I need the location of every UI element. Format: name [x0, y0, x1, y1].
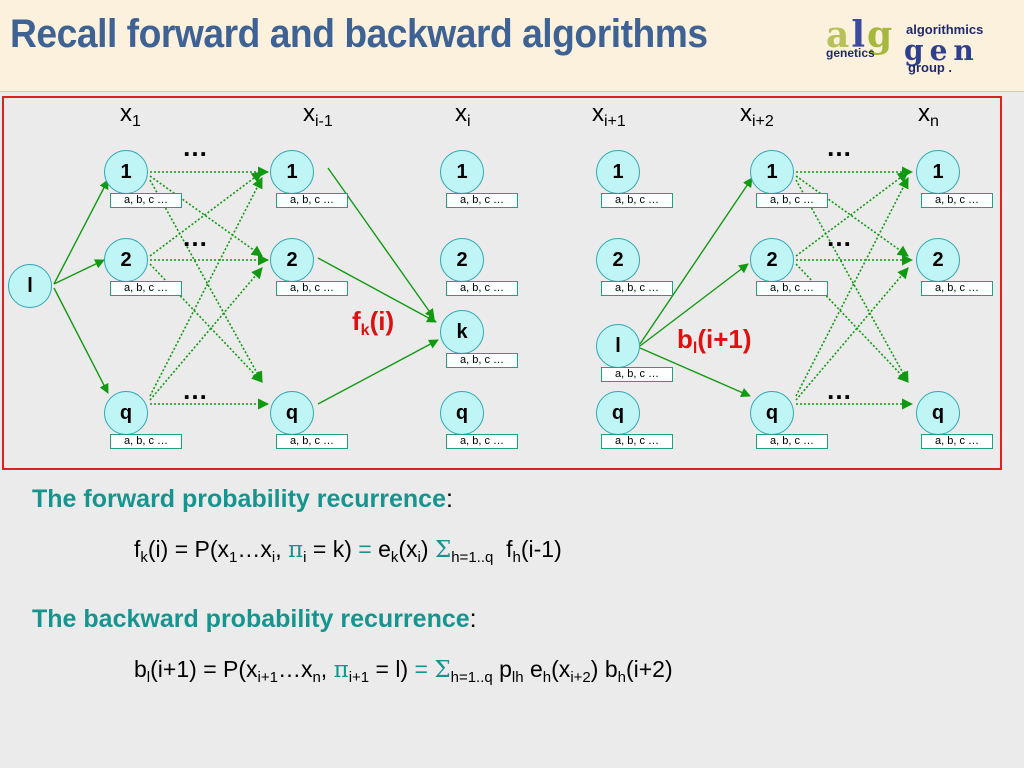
arrow-x1-2-to-xim1-q	[149, 263, 263, 383]
backward-annotation: bl(i+1)	[677, 324, 752, 357]
emission-xip2-q: a, b, c …	[756, 434, 828, 449]
emission-xip2-1: a, b, c …	[756, 193, 828, 208]
state-xn-1: 1	[916, 150, 960, 194]
arrow-x1-1-to-xim1-q	[149, 179, 263, 383]
emission-xn-1: a, b, c …	[921, 193, 993, 208]
state-xi-1: 1	[440, 150, 484, 194]
emission-xim1-2: a, b, c …	[276, 281, 348, 296]
arrow-xip1-l-to-xip2-1	[639, 177, 753, 345]
logo-group: group .	[908, 60, 953, 75]
logo-genetics: genetics	[826, 46, 875, 60]
arrow-xip2-q-to-xn-1	[795, 177, 909, 397]
forward-recurrence-title: The forward probability recurrence:	[32, 485, 453, 513]
header-banner: Recall forward and backward algorithms a…	[0, 0, 1024, 92]
emission-x1-2: a, b, c …	[110, 281, 182, 296]
state-x1-2: 2	[104, 238, 148, 282]
arrow-xip2-q-to-xn-2	[795, 267, 909, 401]
ellipsis-right-q: …	[826, 375, 853, 405]
column-label-xi: xi	[455, 100, 471, 130]
state-xn-q: q	[916, 391, 960, 435]
arrow-x1-1-to-xim1-2	[149, 175, 263, 257]
column-label-x1: x1	[120, 100, 141, 130]
arrow-xip1-l-to-xip2-2	[639, 263, 749, 347]
ellipsis-left-1: …	[182, 132, 209, 162]
column-label-xip2: xi+2	[740, 100, 774, 130]
ellipsis-left-q: …	[182, 375, 209, 405]
arrow-xip2-1-to-xn-2	[795, 175, 909, 257]
emission-xip2-2: a, b, c …	[756, 281, 828, 296]
backward-formula: bl(i+1) = P(xi+1…xn, πi+1 = l) = Σh=1..q…	[134, 656, 673, 686]
arrow-start-to-x1-1	[53, 179, 109, 285]
state-xim1-q: q	[270, 391, 314, 435]
arrow-start-to-x1-2	[53, 259, 105, 285]
state-x1-1: 1	[104, 150, 148, 194]
column-label-xim1: xi-1	[303, 100, 333, 130]
arrow-x1-q-to-xim1-1	[149, 177, 263, 397]
logo-letters-top: alg	[826, 14, 895, 56]
emission-xim1-1: a, b, c …	[276, 193, 348, 208]
state-xi-k: k	[440, 310, 484, 354]
backward-recurrence-title: The backward probability recurrence:	[32, 605, 477, 633]
page-title: Recall forward and backward algorithms	[10, 12, 708, 56]
state-xn-2: 2	[916, 238, 960, 282]
state-l-start: l	[8, 264, 52, 308]
ellipsis-right-1: …	[826, 132, 853, 162]
arrow-start-to-x1-q	[53, 287, 109, 394]
state-xip2-1: 1	[750, 150, 794, 194]
state-xip1-l: l	[596, 324, 640, 368]
state-xip2-q: q	[750, 391, 794, 435]
arrow-layer	[53, 166, 914, 410]
forward-annotation: fk(i)	[352, 306, 395, 339]
state-x1-q: q	[104, 391, 148, 435]
logo-letters-bottom: gen	[904, 34, 980, 67]
logo-algorithmics: algorithmics	[906, 22, 984, 37]
emission-xn-q: a, b, c …	[921, 434, 993, 449]
emission-xip1-2: a, b, c …	[601, 281, 673, 296]
transition-arrows	[53, 166, 914, 410]
arrow-xim1-q-to-xi-k	[317, 339, 439, 405]
arrow-xip2-1-to-xn-q	[795, 179, 909, 383]
state-xim1-2: 2	[270, 238, 314, 282]
ellipsis-left-2: …	[182, 222, 209, 252]
arrow-xip2-2-to-xn-1	[795, 171, 909, 257]
forward-formula: fk(i) = P(x1…xi, πi = k) = ek(xi) Σh=1..…	[134, 536, 562, 566]
emission-xi-k: a, b, c …	[446, 353, 518, 368]
emission-xip1-l: a, b, c …	[601, 367, 673, 382]
emission-x1-1: a, b, c …	[110, 193, 182, 208]
emission-xim1-q: a, b, c …	[276, 434, 348, 449]
arrow-x1-2-to-xim1-1	[149, 171, 263, 257]
arrow-xip2-2-to-xn-q	[795, 263, 909, 383]
column-label-xn: xn	[918, 100, 939, 130]
emission-x1-q: a, b, c …	[110, 434, 182, 449]
emission-xip1-1: a, b, c …	[601, 193, 673, 208]
state-xip1-2: 2	[596, 238, 640, 282]
emission-xi-1: a, b, c …	[446, 193, 518, 208]
arrow-xip1-l-to-xip2-q	[639, 347, 751, 397]
ellipsis-right-2: …	[826, 222, 853, 252]
emission-xi-2: a, b, c …	[446, 281, 518, 296]
emission-xip1-q: a, b, c …	[601, 434, 673, 449]
state-xi-q: q	[440, 391, 484, 435]
state-xip2-2: 2	[750, 238, 794, 282]
emission-xn-2: a, b, c …	[921, 281, 993, 296]
arrow-x1-q-to-xim1-2	[149, 267, 263, 401]
state-xi-2: 2	[440, 238, 484, 282]
state-xim1-1: 1	[270, 150, 314, 194]
emission-xi-q: a, b, c …	[446, 434, 518, 449]
column-label-xip1: xi+1	[592, 100, 626, 130]
state-xip1-1: 1	[596, 150, 640, 194]
arrow-xim1-2-to-xi-k	[317, 257, 437, 323]
state-xip1-q: q	[596, 391, 640, 435]
algogen-logo: alg algorithmics genetics gen group .	[820, 14, 1015, 80]
